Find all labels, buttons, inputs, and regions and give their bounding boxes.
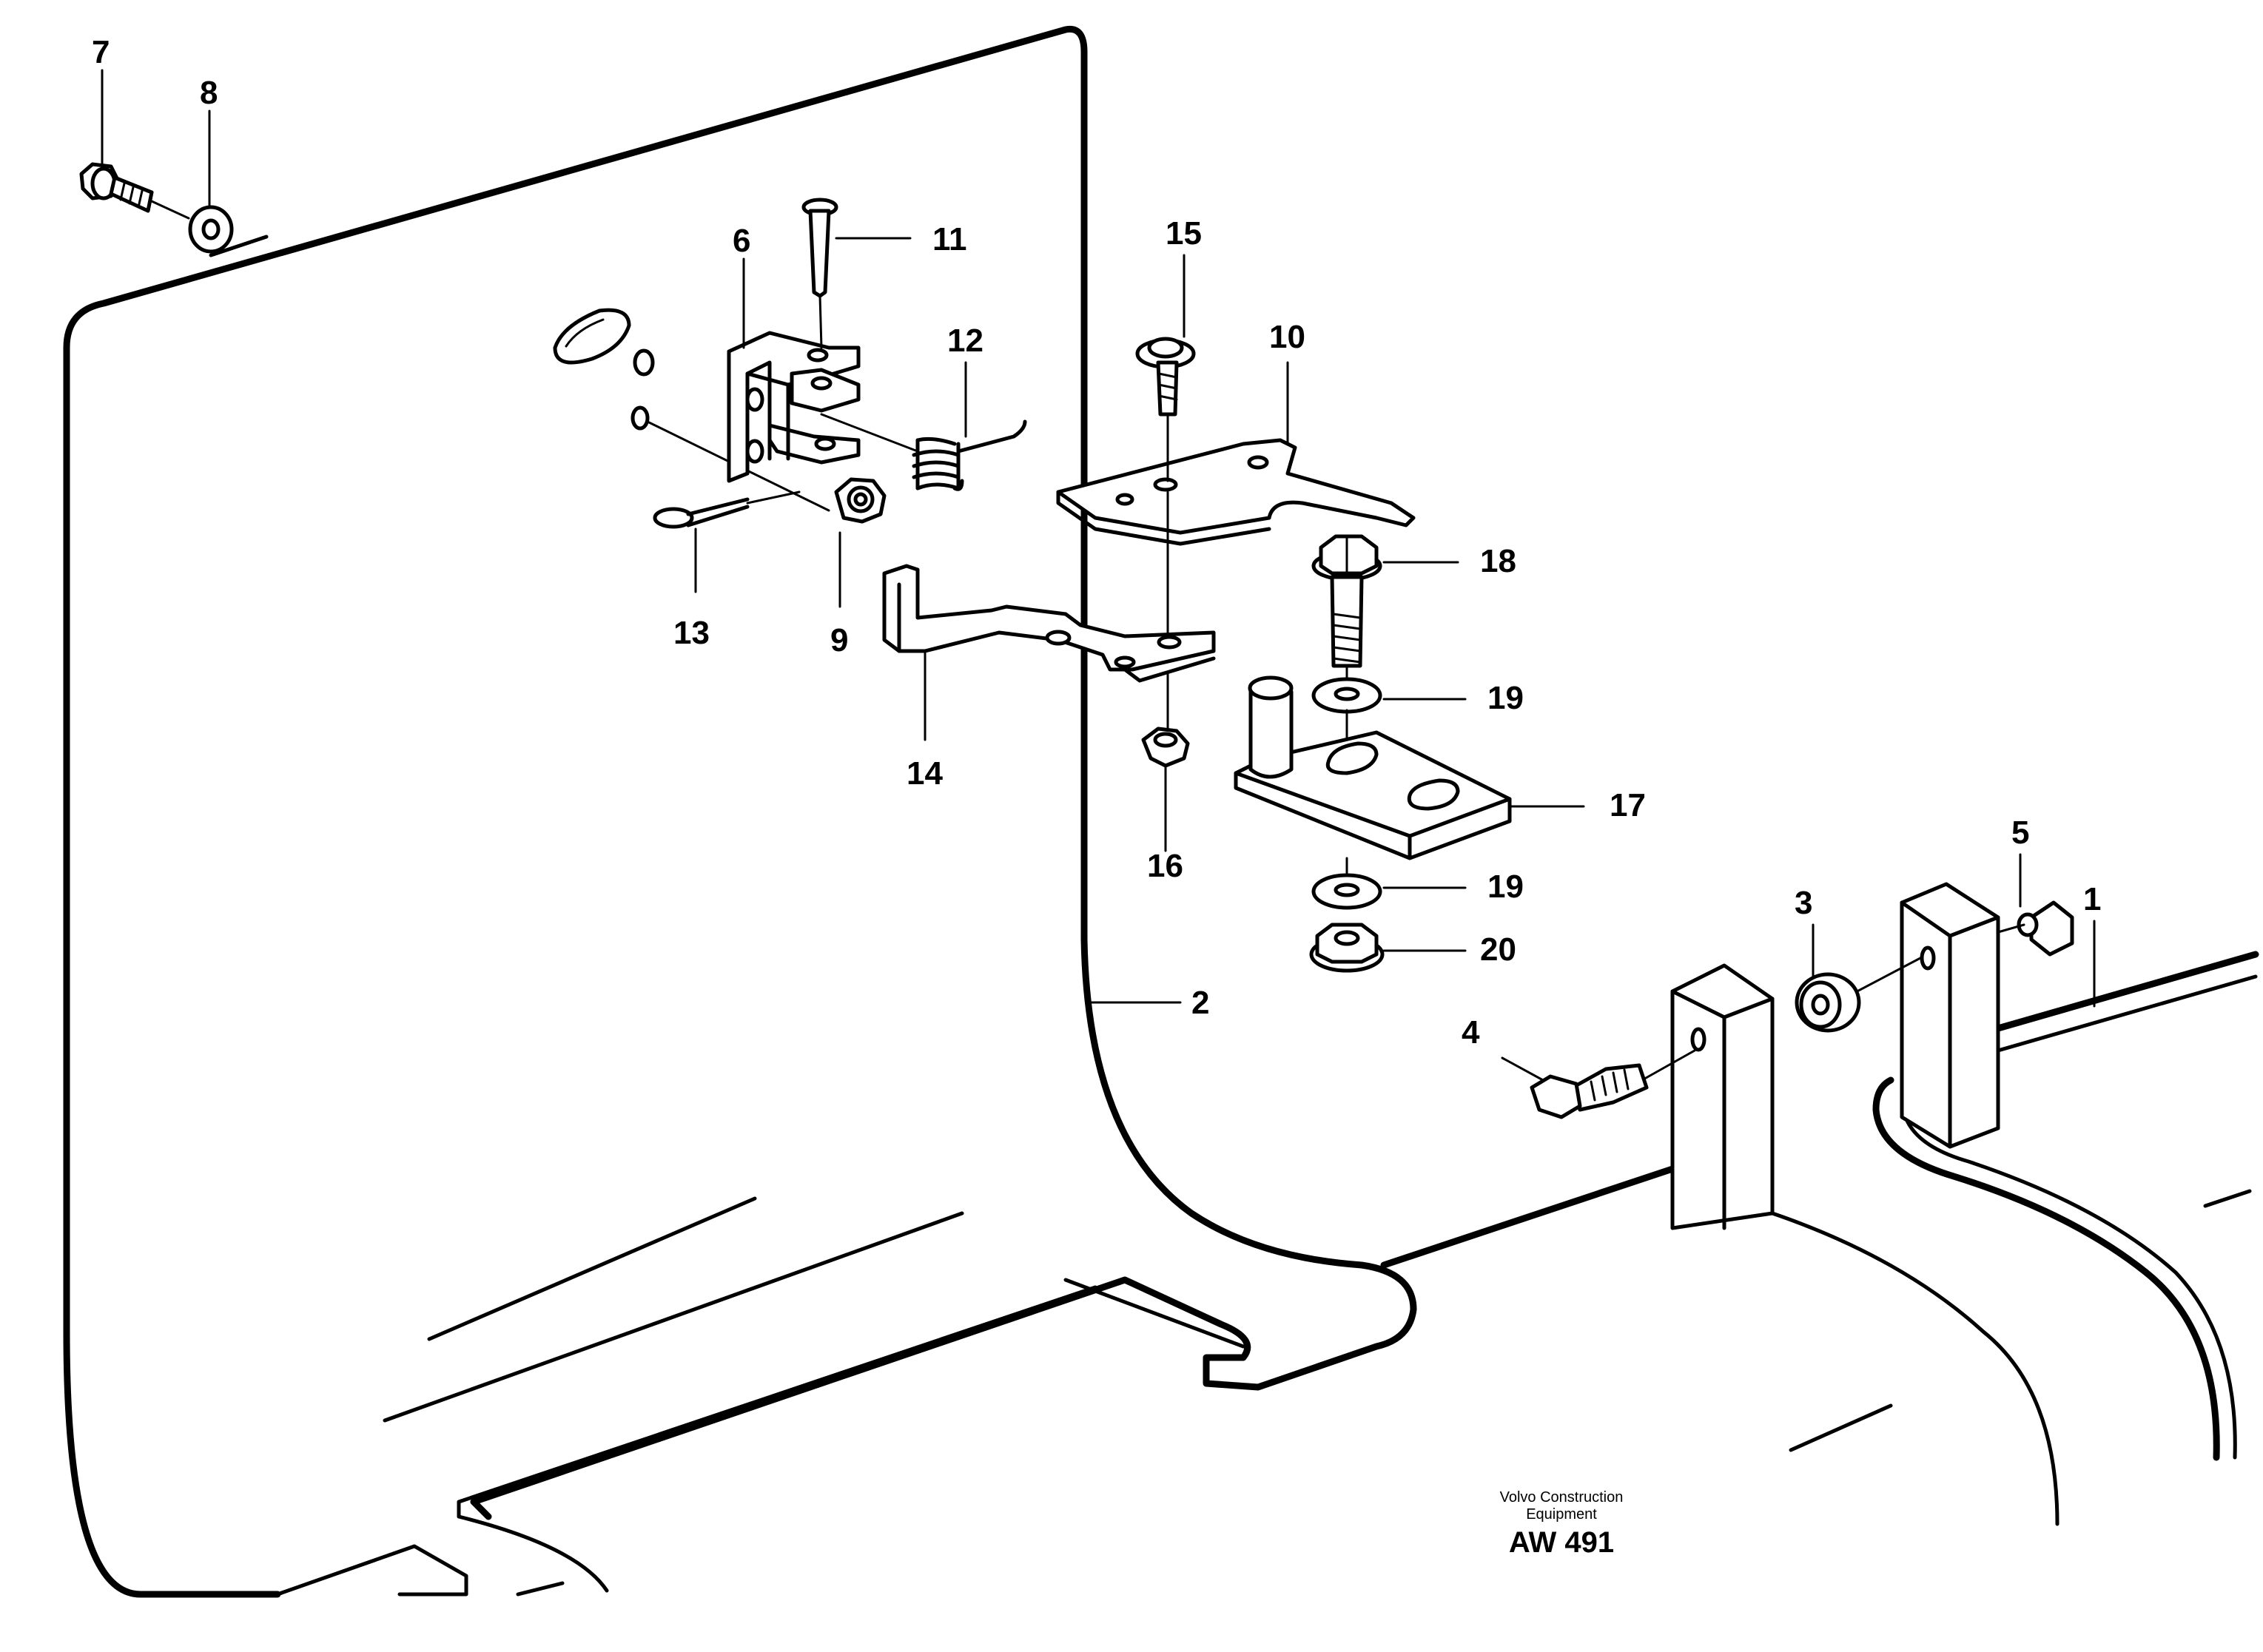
- bracket-14: [882, 564, 1216, 683]
- bolt-18: [1311, 534, 1382, 686]
- callout-15: 15: [1166, 215, 1202, 252]
- callout-19-lower: 19: [1487, 869, 1524, 905]
- side-panel: [63, 25, 1417, 1598]
- callout-12: 12: [947, 323, 983, 359]
- credit-block: Volvo Construction Equipment AW 491: [1500, 1489, 1624, 1559]
- pin-11: [801, 198, 838, 349]
- bolt-15: [1135, 337, 1196, 645]
- washer-3: [1795, 957, 1922, 1033]
- plate-17: [1234, 675, 1512, 886]
- callout-13: 13: [673, 615, 710, 651]
- callout-2: 2: [1191, 985, 1209, 1021]
- callout-10: 10: [1269, 319, 1305, 355]
- nut-5: [1997, 900, 2074, 957]
- callout-5: 5: [2011, 815, 2029, 851]
- washer-19-upper: [1311, 677, 1382, 771]
- drawing-code: AW 491: [1509, 1526, 1614, 1559]
- callout-14: 14: [907, 755, 943, 792]
- callout-17: 17: [1610, 787, 1646, 823]
- washer-8: [188, 205, 234, 254]
- bracket-6: [727, 331, 861, 483]
- callout-8: 8: [200, 75, 218, 111]
- callout-19-upper: 19: [1487, 680, 1524, 716]
- nut-16: [1141, 672, 1190, 768]
- callout-11: 11: [932, 221, 967, 257]
- credit-line-2: Equipment: [1526, 1506, 1597, 1523]
- callout-20: 20: [1480, 931, 1516, 968]
- callout-labels: 7 8 6 11 12 13 9 14 15 10 16 18 19 17 19…: [92, 34, 2101, 1051]
- floor-frame: [1380, 951, 2259, 1526]
- cotter-pin-13: [653, 490, 801, 529]
- callout-7: 7: [92, 34, 110, 70]
- credit-line-1: Volvo Construction: [1500, 1489, 1624, 1506]
- panel-holes: [553, 308, 830, 512]
- mount-block-right: [1900, 882, 2000, 1149]
- callout-18: 18: [1480, 543, 1516, 579]
- plate-10: [1056, 438, 1416, 546]
- bolt-4: [1530, 1049, 1696, 1119]
- washer-19-lower: [1311, 873, 1382, 910]
- mount-block-left: [1670, 963, 1775, 1230]
- callout-3: 3: [1795, 885, 1812, 921]
- nut-20: [1309, 923, 1385, 973]
- callout-16: 16: [1147, 848, 1183, 884]
- leader-lines: [101, 69, 2096, 1082]
- callout-6: 6: [733, 223, 750, 259]
- bolt-7: [79, 162, 190, 220]
- callout-9: 9: [830, 622, 848, 658]
- spring-12: [820, 413, 1027, 491]
- callout-1: 1: [2083, 881, 2101, 917]
- callout-4: 4: [1462, 1014, 1480, 1051]
- nut-9: [834, 477, 887, 524]
